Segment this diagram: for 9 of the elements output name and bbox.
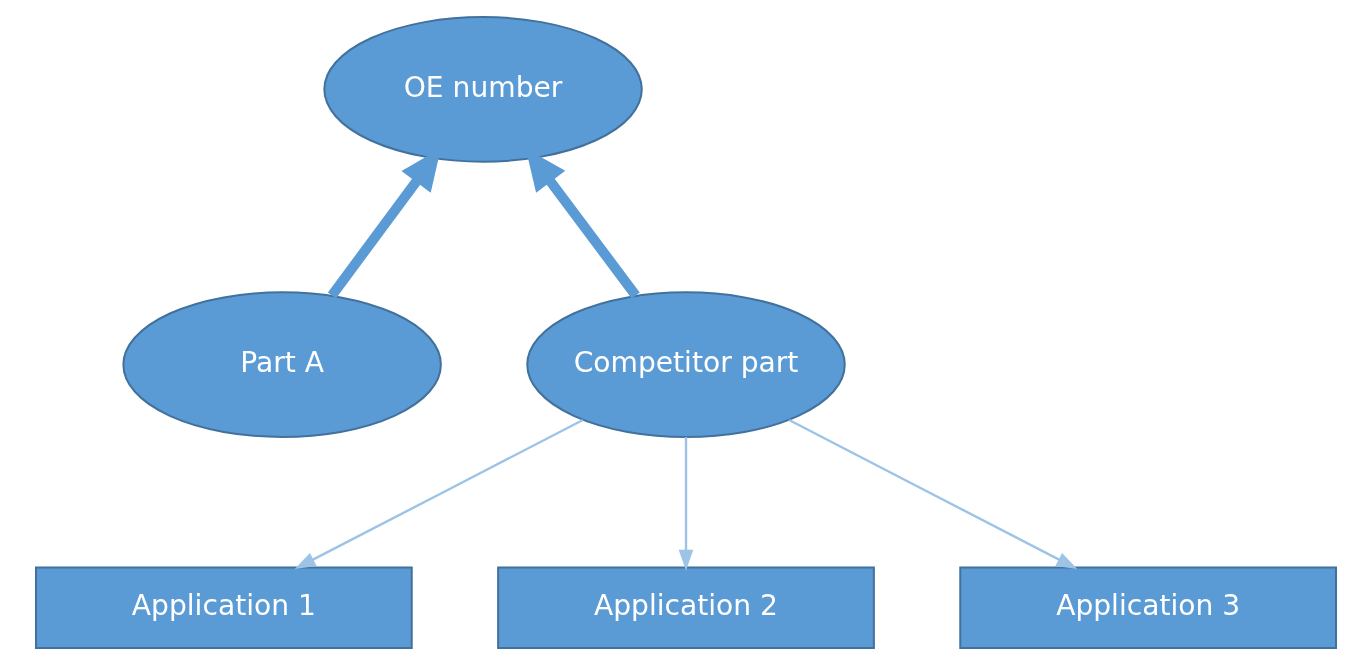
node-ellipse: OE number: [322, 15, 643, 163]
node-box: Application 3: [958, 566, 1337, 649]
node-ellipse: Part A: [121, 290, 442, 438]
arrow: [294, 418, 583, 569]
arrow: [788, 418, 1077, 569]
arrow: [678, 436, 693, 571]
node-ellipse: Competitor part: [525, 290, 846, 438]
node-box: Application 2: [496, 566, 875, 649]
node-box: Application 1: [34, 566, 413, 649]
